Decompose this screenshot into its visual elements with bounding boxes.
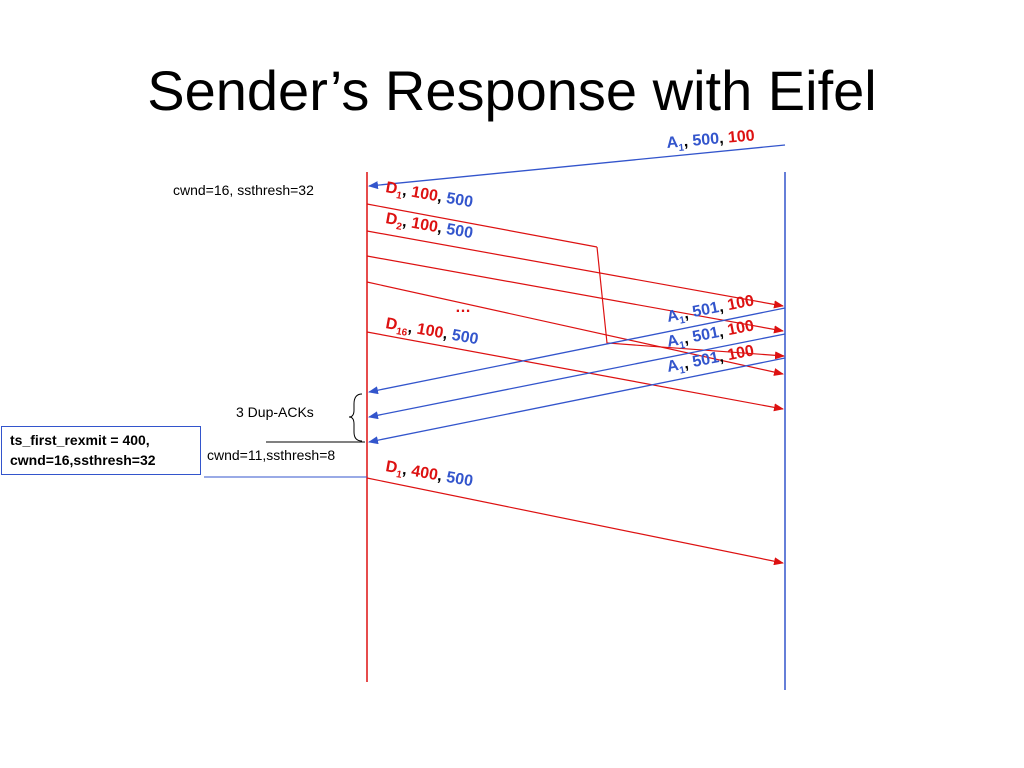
svg-text:D1, 400, 500: D1, 400, 500: [384, 458, 475, 493]
dup-ack-1-arrow: [368, 307, 786, 395]
cwnd-after-note: cwnd=11,ssthresh=8: [207, 447, 335, 463]
dup-ack-3-arrow: [368, 357, 786, 445]
svg-text:A1, 501, 100: A1, 501, 100: [666, 342, 757, 379]
data-d16-arrow: [366, 331, 784, 412]
label-d1-rexmit: D1, 400, 500: [384, 458, 475, 493]
data-d1-delayed-path: [596, 246, 785, 360]
cwnd-initial-note: cwnd=16, ssthresh=32: [173, 182, 314, 198]
data-d1-rexmit-arrow: [366, 477, 784, 566]
svg-text:A1, 500, 100: A1, 500, 100: [666, 127, 756, 155]
svg-text:D16, 100, 500: D16, 100, 500: [384, 315, 480, 351]
slide-title: Sender’s Response with Eifel: [147, 59, 877, 122]
dup-ack-2-arrow: [368, 333, 786, 420]
box-line-2: cwnd=16,ssthresh=32: [10, 452, 156, 468]
dup-acks-brace: [348, 393, 363, 442]
svg-text:A1, 501, 100: A1, 501, 100: [666, 317, 757, 354]
dup-acks-note: 3 Dup-ACKs: [236, 404, 314, 420]
box-line-1: ts_first_rexmit = 400,: [10, 432, 150, 448]
label-d1: D1, 100, 500: [384, 179, 475, 214]
label-a1-top: A1, 500, 100: [666, 127, 756, 155]
svg-text:D1, 100, 500: D1, 100, 500: [384, 179, 475, 214]
label-a1-dup1: A1, 501, 100: [666, 292, 757, 329]
ack-a1-top-arrow: [368, 144, 786, 190]
data-d3-arrow: [366, 255, 784, 334]
svg-text:D2, 100, 500: D2, 100, 500: [384, 210, 475, 245]
data-d2-arrow: [366, 230, 784, 309]
label-a1-dup2: A1, 501, 100: [666, 317, 757, 354]
data-d4-arrow: [366, 281, 784, 376]
svg-text:A1, 501, 100: A1, 501, 100: [666, 292, 757, 329]
ellipsis-label: …: [455, 299, 471, 316]
label-d16: D16, 100, 500: [384, 315, 480, 351]
eifel-state-box: ts_first_rexmit = 400, cwnd=16,ssthresh=…: [1, 426, 201, 475]
label-a1-dup3: A1, 501, 100: [666, 342, 757, 379]
label-d2: D2, 100, 500: [384, 210, 475, 245]
data-d1-arrow: [366, 203, 598, 248]
